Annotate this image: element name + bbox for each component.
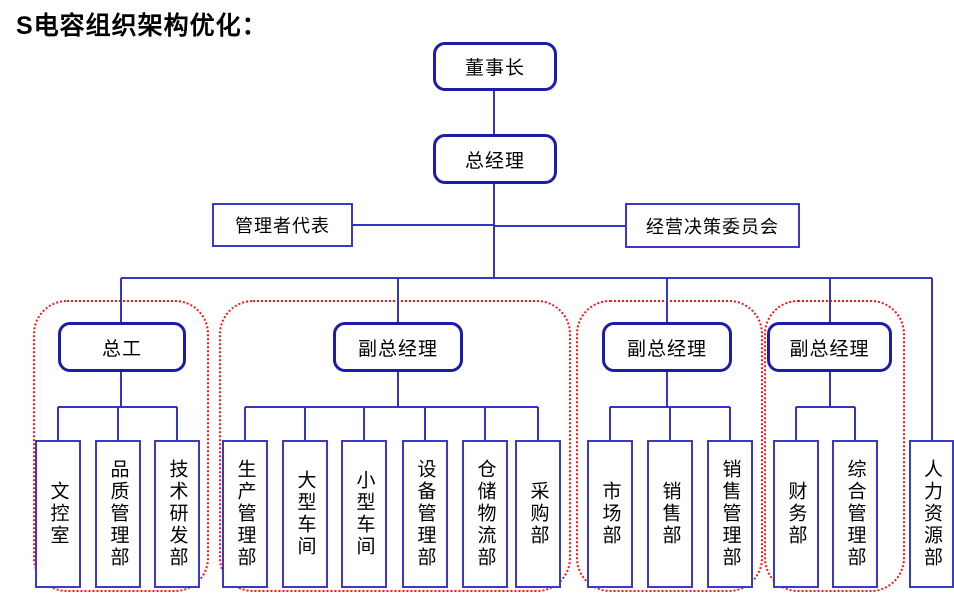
dept-label: 销售部 [659, 481, 681, 547]
dept-human-resources: 人力资源部 [909, 440, 954, 588]
dept-procurement: 采购部 [515, 440, 561, 588]
group-outline-production [219, 300, 571, 592]
node-deputy-gm-2-label: 副总经理 [626, 338, 707, 360]
group-outline-finance [764, 300, 905, 592]
dept-label: 小型车间 [353, 470, 375, 558]
node-chairman-label: 董事长 [464, 58, 525, 79]
dept-label: 综合管理部 [844, 459, 866, 569]
dept-doc-control: 文控室 [35, 440, 81, 588]
dept-marketing: 市场部 [587, 440, 633, 588]
dept-label: 采购部 [527, 481, 549, 547]
node-decision-committee-label: 经营决策委员会 [646, 216, 779, 237]
dept-label: 品质管理部 [107, 459, 129, 569]
dept-large-workshop: 大型车间 [282, 440, 328, 588]
dept-quality-mgmt: 品质管理部 [95, 440, 141, 588]
node-deputy-gm-3-label: 副总经理 [789, 338, 870, 360]
dept-tech-rd: 技术研发部 [154, 440, 200, 588]
node-chairman: 董事长 [433, 42, 557, 91]
node-management-rep-label: 管理者代表 [235, 216, 330, 236]
node-chief-engineer: 总工 [58, 322, 186, 372]
node-deputy-gm-1-label: 副总经理 [357, 338, 438, 360]
dept-label: 财务部 [785, 481, 807, 547]
dept-finance: 财务部 [773, 440, 819, 588]
node-deputy-gm-1: 副总经理 [333, 322, 463, 372]
page-title: S电容组织架构优化： [16, 12, 268, 40]
dept-label: 生产管理部 [234, 459, 256, 569]
node-deputy-gm-3: 副总经理 [767, 322, 892, 372]
dept-label: 技术研发部 [166, 459, 188, 569]
dept-small-workshop: 小型车间 [341, 440, 387, 588]
node-management-rep: 管理者代表 [212, 203, 353, 247]
dept-sales: 销售部 [647, 440, 693, 588]
dept-warehouse-logistics: 仓储物流部 [462, 440, 508, 588]
dept-equipment-mgmt: 设备管理部 [402, 440, 448, 588]
node-deputy-gm-2: 副总经理 [602, 322, 732, 372]
dept-label: 文控室 [47, 481, 69, 547]
node-decision-committee: 经营决策委员会 [625, 203, 800, 248]
dept-label: 市场部 [599, 481, 621, 547]
group-outline-sales [576, 300, 763, 592]
dept-label: 人力资源部 [921, 459, 942, 569]
dept-label: 仓储物流部 [474, 459, 496, 569]
dept-label: 大型车间 [294, 470, 316, 558]
dept-production-mgmt: 生产管理部 [222, 440, 268, 588]
dept-label: 销售管理部 [719, 459, 741, 569]
node-general-manager-label: 总经理 [464, 150, 525, 172]
dept-general-mgmt: 综合管理部 [832, 440, 878, 588]
dept-sales-mgmt: 销售管理部 [707, 440, 753, 588]
node-chief-engineer-label: 总工 [101, 338, 142, 360]
node-general-manager: 总经理 [433, 134, 557, 184]
dept-label: 设备管理部 [414, 459, 436, 569]
